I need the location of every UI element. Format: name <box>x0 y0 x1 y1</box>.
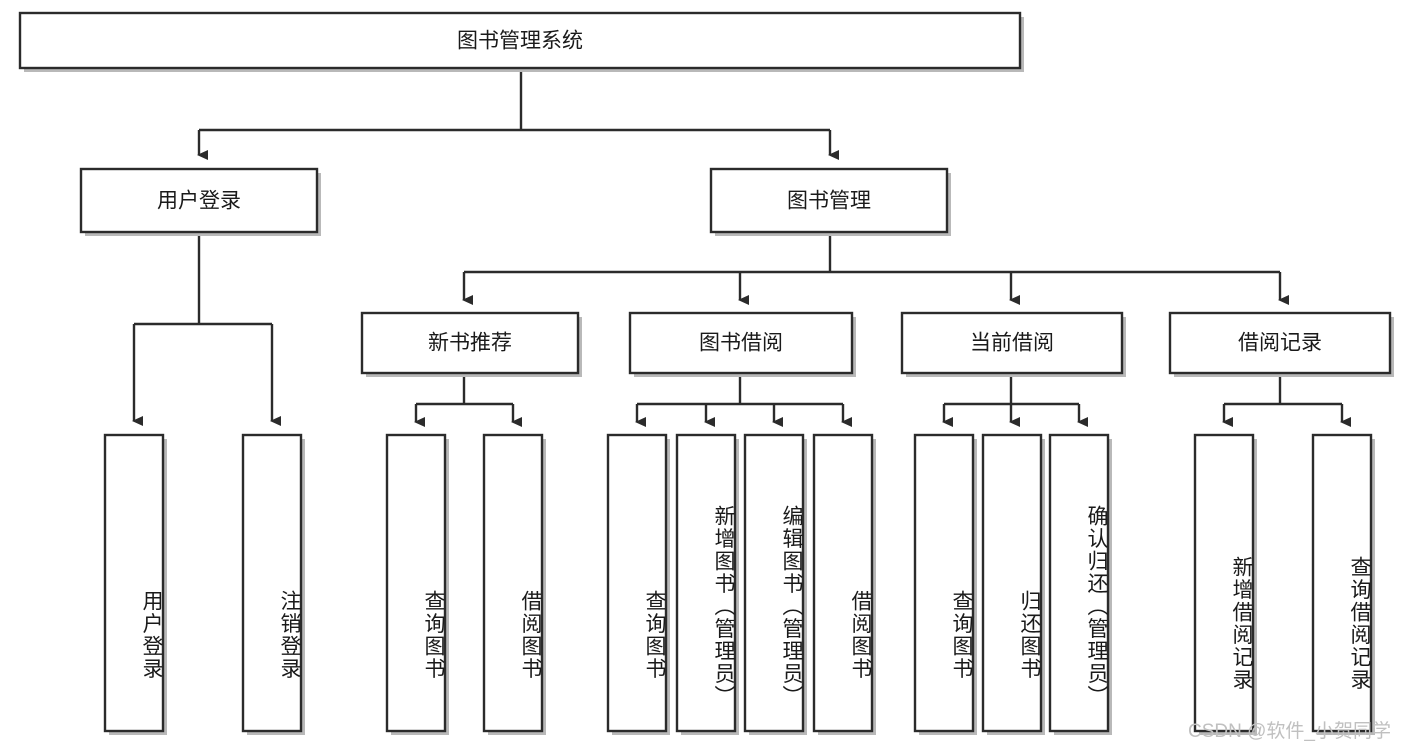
node-leaf-add-record[interactable] <box>1193 433 1257 735</box>
node-leaf-user-login[interactable] <box>103 433 167 735</box>
node-leaf-add-book[interactable] <box>675 433 739 735</box>
node-new-book-recommend-label: 新书推荐 <box>428 332 512 355</box>
node-book-borrow-label: 图书借阅 <box>699 332 783 355</box>
node-leaf-borrow-book-2[interactable] <box>812 433 876 735</box>
node-book-manage[interactable]: 图书管理 <box>709 167 951 236</box>
node-leaf-borrow-book-1[interactable] <box>482 433 546 735</box>
node-leaf-query-record[interactable] <box>1311 433 1375 735</box>
node-new-book-recommend[interactable]: 新书推荐 <box>360 311 582 377</box>
node-leaf-logout[interactable] <box>241 433 305 735</box>
node-root-label: 图书管理系统 <box>457 30 583 53</box>
node-current-borrow[interactable]: 当前借阅 <box>900 311 1126 377</box>
node-root[interactable]: 图书管理系统 <box>18 11 1024 72</box>
node-book-borrow[interactable]: 图书借阅 <box>628 311 856 377</box>
node-borrow-record-label: 借阅记录 <box>1238 332 1322 355</box>
connector-layer <box>132 68 1351 427</box>
node-leaf-confirm-return[interactable] <box>1048 433 1112 735</box>
node-borrow-record[interactable]: 借阅记录 <box>1168 311 1394 377</box>
node-leaf-query-book-2[interactable] <box>606 433 670 735</box>
node-leaf-query-book-3[interactable] <box>913 433 977 735</box>
watermark: CSDN @软件_小贺同学 <box>1188 721 1391 742</box>
node-leaf-query-book-1[interactable] <box>385 433 449 735</box>
node-leaf-edit-book[interactable] <box>743 433 807 735</box>
node-leaf-return-book[interactable] <box>981 433 1045 735</box>
node-book-manage-label: 图书管理 <box>787 190 871 213</box>
node-current-borrow-label: 当前借阅 <box>970 332 1054 355</box>
node-user-login-label: 用户登录 <box>157 190 241 213</box>
node-user-login[interactable]: 用户登录 <box>79 167 321 236</box>
